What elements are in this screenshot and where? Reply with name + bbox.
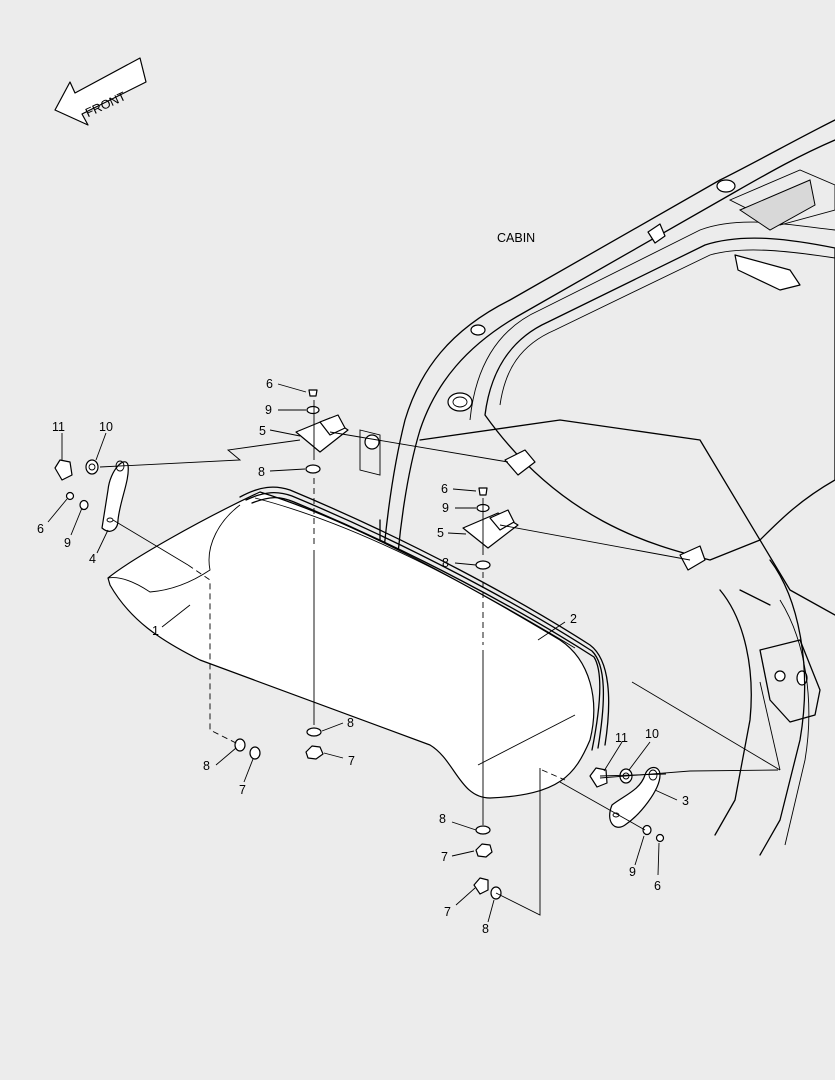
bracket-part-4 — [101, 460, 129, 532]
callout-6: 6 — [441, 482, 448, 496]
callout-8: 8 — [482, 922, 489, 936]
lower-fasteners — [234, 727, 502, 900]
callout-1: 1 — [152, 624, 159, 638]
callout-7: 7 — [239, 783, 246, 797]
callout-5: 5 — [259, 424, 266, 438]
callout-7: 7 — [441, 850, 448, 864]
callout-4: 4 — [89, 552, 96, 566]
bracket-part-3 — [609, 766, 661, 828]
callout-6: 6 — [37, 522, 44, 536]
callout-7: 7 — [348, 754, 355, 768]
callout-3: 3 — [682, 794, 689, 808]
callout-8: 8 — [203, 759, 210, 773]
callout-8: 8 — [258, 465, 265, 479]
leader-lines — [47, 383, 678, 923]
callout-9: 9 — [629, 865, 636, 879]
hinge-brackets-part-5 — [295, 389, 519, 570]
front-arrow: FRONT — [54, 57, 147, 126]
callout-7: 7 — [444, 905, 451, 919]
callout-6: 6 — [266, 377, 273, 391]
callout-10: 10 — [645, 727, 659, 741]
left-fasteners — [54, 459, 99, 511]
callout-6: 6 — [654, 879, 661, 893]
callout-11: 11 — [52, 420, 65, 434]
callout-11: 11 — [615, 731, 628, 745]
cabin-label: CABIN — [497, 231, 535, 245]
cover-part-1 — [107, 491, 595, 799]
callout-9: 9 — [442, 501, 449, 515]
callout-5: 5 — [437, 526, 444, 540]
callout-8: 8 — [347, 716, 354, 730]
callout-8: 8 — [442, 556, 449, 570]
seal-strip-part-2 — [239, 486, 610, 751]
callout-2: 2 — [570, 612, 577, 626]
assembly-lines — [99, 400, 781, 916]
callout-9: 9 — [265, 403, 272, 417]
callout-labels: 11 10 6 9 4 1 6 9 5 8 6 9 5 8 2 8 7 8 7 … — [37, 377, 689, 936]
callout-10: 10 — [99, 420, 113, 434]
callout-8: 8 — [439, 812, 446, 826]
cabin-structure — [359, 119, 835, 856]
callout-9: 9 — [64, 536, 71, 550]
